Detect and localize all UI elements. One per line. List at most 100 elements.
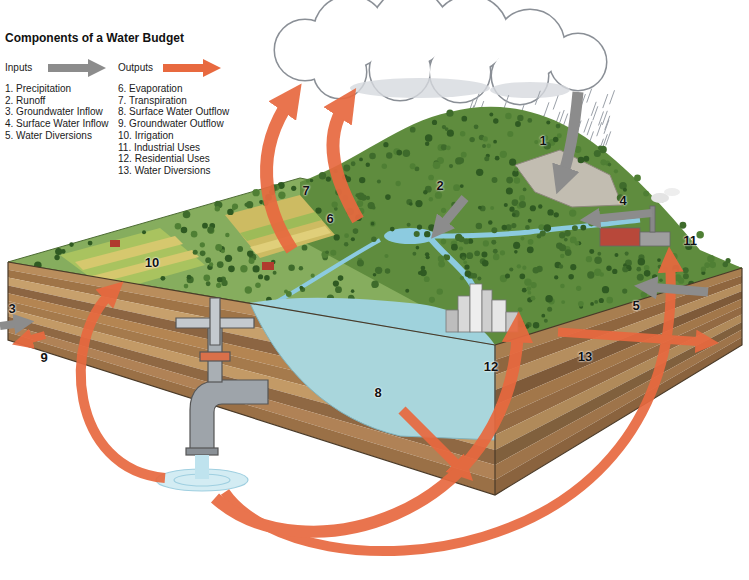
tree xyxy=(523,188,527,192)
tree xyxy=(659,278,663,282)
tree xyxy=(424,276,430,282)
tree xyxy=(371,280,378,287)
tree xyxy=(466,252,473,259)
tree xyxy=(375,267,382,274)
illustration-path xyxy=(8,262,742,345)
raindrop xyxy=(587,89,592,103)
illustration-rect xyxy=(186,448,218,455)
tree xyxy=(396,181,401,186)
tree xyxy=(641,291,648,298)
tree xyxy=(599,298,604,303)
barn xyxy=(110,240,274,270)
tree xyxy=(461,116,467,122)
tree xyxy=(410,163,416,169)
tree xyxy=(403,150,410,157)
tree xyxy=(451,244,458,251)
tree xyxy=(568,274,574,280)
illustration-ellipse xyxy=(350,78,490,98)
tree xyxy=(476,223,483,230)
tree xyxy=(527,246,534,253)
tree xyxy=(426,255,430,259)
tree xyxy=(193,250,198,255)
illustration-path xyxy=(648,287,708,292)
tree xyxy=(338,275,344,281)
callout-number: 2 xyxy=(436,178,443,193)
illustration-rect xyxy=(446,310,458,332)
tree xyxy=(538,204,542,208)
tree xyxy=(215,244,222,251)
component-label: 10. Irrigation xyxy=(118,130,174,142)
illustration-group xyxy=(350,78,570,98)
tree xyxy=(441,144,447,150)
tree xyxy=(175,223,182,230)
tree xyxy=(377,180,381,184)
tree xyxy=(446,146,451,151)
tree xyxy=(671,253,678,260)
tree xyxy=(658,265,662,269)
component-label: 6. Evaporation xyxy=(118,83,183,95)
tree xyxy=(625,252,629,256)
tree xyxy=(530,282,536,288)
tree xyxy=(594,150,601,157)
tree xyxy=(353,228,359,234)
tree xyxy=(221,249,225,253)
callout-number: 12 xyxy=(484,359,498,374)
tree xyxy=(202,223,208,229)
raindrop xyxy=(603,94,608,108)
illustration-circle xyxy=(550,34,606,90)
tree xyxy=(533,267,540,274)
tree xyxy=(569,209,576,216)
output-arrows xyxy=(24,100,705,551)
illustration-path xyxy=(440,198,465,228)
town xyxy=(446,284,518,332)
tree xyxy=(203,274,210,281)
tree xyxy=(319,172,326,179)
component-label: 12. Residential Uses xyxy=(118,153,210,165)
component-label: 4. Surface Water Inflow xyxy=(5,118,109,130)
illustration-path xyxy=(0,323,22,326)
tree xyxy=(707,255,714,262)
tree xyxy=(405,289,409,293)
tree xyxy=(330,250,336,256)
tree xyxy=(460,276,464,280)
tree xyxy=(594,257,602,265)
tree xyxy=(299,266,303,270)
tree xyxy=(428,224,435,231)
illustration-path xyxy=(8,262,742,495)
tree xyxy=(423,190,427,194)
tree xyxy=(369,153,376,160)
tree xyxy=(412,252,416,256)
legend-arrow xyxy=(48,59,106,77)
illustration-path xyxy=(81,292,165,478)
tree xyxy=(207,226,213,232)
tree xyxy=(517,320,524,327)
tree xyxy=(657,258,661,262)
raindrop xyxy=(610,90,615,104)
tree xyxy=(462,256,466,260)
tree xyxy=(546,120,550,124)
tree xyxy=(533,322,539,328)
tree xyxy=(493,118,498,123)
tree xyxy=(528,239,534,245)
tree xyxy=(576,286,581,291)
tree xyxy=(589,249,594,254)
illustration-path xyxy=(190,380,268,450)
tree xyxy=(351,161,356,166)
soil-layer xyxy=(495,314,742,450)
tree xyxy=(217,277,223,283)
tree xyxy=(460,131,466,137)
tree xyxy=(306,179,310,183)
illustration-polygon xyxy=(92,250,199,283)
tree xyxy=(206,281,211,286)
raindrop xyxy=(553,96,558,110)
tree xyxy=(723,262,728,267)
illustration-path xyxy=(558,332,705,342)
tree xyxy=(518,307,523,312)
tree xyxy=(634,174,641,181)
tree xyxy=(678,278,684,284)
tree xyxy=(390,227,395,232)
tree xyxy=(701,267,706,272)
callout-number: 9 xyxy=(40,350,47,365)
tree xyxy=(428,175,434,181)
